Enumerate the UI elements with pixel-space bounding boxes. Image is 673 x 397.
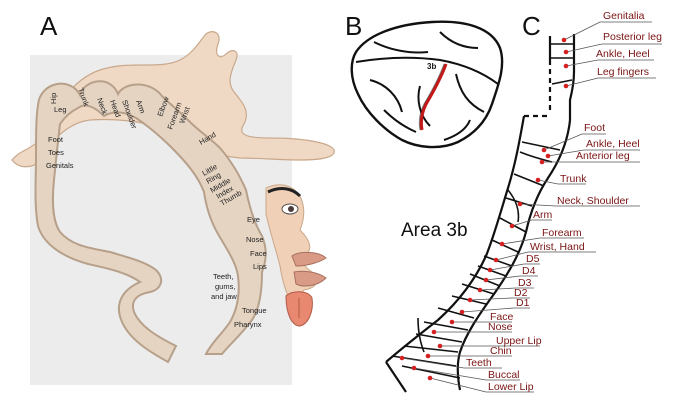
map-label-lower-lip: Lower Lip (488, 381, 534, 393)
map-label-foot: Foot (584, 122, 605, 134)
map-label-trunk: Trunk (560, 173, 587, 185)
map-label-buccal: Buccal (488, 369, 520, 381)
area-3b-title: Area 3b (401, 220, 468, 241)
label-face: Face (250, 249, 267, 258)
panel-b: B 3b (345, 11, 502, 147)
map-label-forearm: Forearm (542, 227, 582, 239)
label-lips: Lips (253, 262, 267, 271)
map-label-ankle-heel-1: Ankle, Heel (596, 48, 650, 60)
label-hip: Hip (49, 93, 58, 104)
map-label-posterior-leg: Posterior leg (603, 31, 662, 43)
map-label-chin: Chin (490, 345, 512, 357)
label-teeth-3: and jaw (211, 292, 237, 301)
area-3b-tag: 3b (427, 62, 436, 71)
map-label-d5: D5 (526, 253, 540, 265)
map-label-arm: Arm (533, 209, 553, 221)
map-label-d4: D4 (522, 265, 536, 277)
panel-b-letter: B (345, 11, 362, 41)
label-toes: Toes (48, 148, 64, 157)
label-foot: Foot (48, 135, 64, 144)
map-label-d1: D1 (516, 297, 530, 309)
brain-outline (352, 22, 502, 147)
label-teeth-2: gums, (215, 282, 235, 291)
map-label-teeth: Teeth (466, 357, 492, 369)
map-label-neck-shoulder: Neck, Shoulder (557, 195, 629, 207)
label-eye: Eye (247, 215, 260, 224)
map-label-anterior-leg: Anterior leg (576, 150, 630, 162)
panel-a-letter: A (40, 11, 58, 41)
map-label-genitalia: Genitalia (603, 10, 645, 22)
label-nose: Nose (246, 235, 264, 244)
map-label-ankle-heel-2: Ankle, Heel (586, 138, 640, 150)
label-pharynx: Pharynx (234, 320, 262, 329)
map-label-leg-fingers: Leg fingers (597, 66, 649, 78)
panel-a: Hip Leg Trunk Neck Head Shoulder Arm Elb… (12, 11, 334, 385)
label-leg: Leg (54, 105, 67, 114)
map-label-wrist-hand: Wrist, Hand (530, 241, 585, 253)
label-genitals: Genitals (46, 161, 74, 170)
label-tongue: Tongue (242, 306, 267, 315)
map-label-nose: Nose (488, 321, 513, 333)
panel-c-letter: C (522, 11, 541, 41)
label-teeth-1: Teeth, (213, 272, 233, 281)
